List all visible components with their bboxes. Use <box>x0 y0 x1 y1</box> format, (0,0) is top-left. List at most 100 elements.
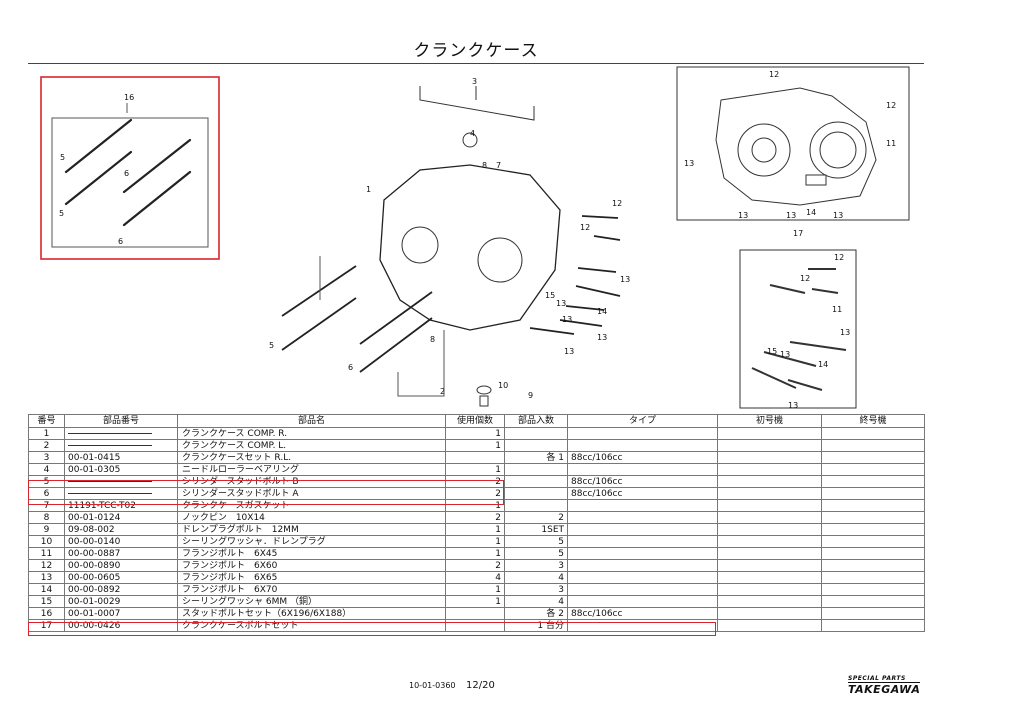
inset2-callout-13b: 13 <box>780 350 790 359</box>
cell-last-unit <box>821 475 925 488</box>
cell-part-name: クランクケース COMP. L. <box>177 439 446 452</box>
cell-last-unit <box>821 619 925 632</box>
callout-12b: 12 <box>580 223 590 232</box>
page-title: クランクケース <box>413 41 539 61</box>
callout-6b: 6 <box>118 237 123 246</box>
inset2-callout-11: 11 <box>832 305 842 314</box>
inset-callout-12: 12 <box>769 70 779 79</box>
cell-last-unit <box>821 427 925 440</box>
brand-sub: SPECIAL PARTS <box>848 675 906 682</box>
cell-no: 10 <box>28 535 65 548</box>
cell-type <box>567 463 718 476</box>
cell-last-unit <box>821 451 925 464</box>
cell-first-unit <box>717 607 822 620</box>
cell-part-no <box>64 427 178 440</box>
cell-type <box>567 583 718 596</box>
cell-type <box>567 511 718 524</box>
document-code: 10-01-0360 <box>409 681 456 690</box>
cell-first-unit <box>717 523 822 536</box>
cell-pack: 1SET <box>504 523 568 536</box>
cell-pack: 4 <box>504 571 568 584</box>
cell-last-unit <box>821 523 925 536</box>
inset2-callout-15: 15 <box>767 347 777 356</box>
cell-last-unit <box>821 583 925 596</box>
callout-2: 2 <box>440 387 445 396</box>
inset-callout-12b: 12 <box>886 101 896 110</box>
cell-first-unit <box>717 547 822 560</box>
cell-type: 88cc/106cc <box>567 475 718 488</box>
cell-no: 15 <box>28 595 65 608</box>
cell-part-name: フランジボルト 6X60 <box>177 559 446 572</box>
cell-pack <box>504 499 568 512</box>
cell-qty: 1 <box>445 439 505 452</box>
bolt-set-inset <box>739 249 857 409</box>
cell-pack <box>504 487 568 500</box>
inset-callout-11: 11 <box>886 139 896 148</box>
cell-qty: 4 <box>445 571 505 584</box>
callout-3: 3 <box>472 77 477 86</box>
cell-part-no: 00-00-0892 <box>64 583 178 596</box>
stud-bolt-inset-highlight <box>40 76 220 260</box>
cell-pack: 5 <box>504 547 568 560</box>
cell-first-unit <box>717 595 822 608</box>
callout-5b: 5 <box>59 209 64 218</box>
cell-part-name: フランジボルト 6X70 <box>177 583 446 596</box>
cell-part-no <box>64 439 178 452</box>
cell-no: 13 <box>28 571 65 584</box>
cell-part-name: シーリングワッシャ．ドレンプラグ <box>177 535 446 548</box>
cell-type <box>567 571 718 584</box>
case-view-inset <box>676 66 910 221</box>
cell-pack: 各 2 <box>504 607 568 620</box>
cell-qty: 1 <box>445 463 505 476</box>
cell-pack <box>504 475 568 488</box>
cell-type <box>567 427 718 440</box>
callout-4: 4 <box>470 129 475 138</box>
cell-type <box>567 499 718 512</box>
cell-first-unit <box>717 619 822 632</box>
cell-first-unit <box>717 475 822 488</box>
callout-13b: 13 <box>556 299 566 308</box>
cell-part-name: ドレンプラグボルト 12MM <box>177 523 446 536</box>
cell-no: 9 <box>28 523 65 536</box>
cell-first-unit <box>717 583 822 596</box>
cell-part-name: ノックピン 10X14 <box>177 511 446 524</box>
part-no-placeholder-line <box>68 444 152 446</box>
cell-part-name: スタッドボルトセット（6X196/6X188） <box>177 607 446 620</box>
cell-last-unit <box>821 559 925 572</box>
cell-qty: 1 <box>445 583 505 596</box>
cell-type <box>567 547 718 560</box>
callout-1: 1 <box>366 185 371 194</box>
callout-15: 15 <box>545 291 555 300</box>
cell-last-unit <box>821 487 925 500</box>
cell-type: 88cc/106cc <box>567 607 718 620</box>
cell-part-name: フランジボルト 6X65 <box>177 571 446 584</box>
cell-last-unit <box>821 571 925 584</box>
cell-part-name: クランクケース COMP. R. <box>177 427 446 440</box>
cell-part-name: シーリングワッシャ 6MM （銅） <box>177 595 446 608</box>
cell-pack: 各 1 <box>504 451 568 464</box>
part-no-placeholder-line <box>68 480 152 482</box>
cell-pack: 4 <box>504 595 568 608</box>
title-rule <box>28 63 924 64</box>
cell-pack: 3 <box>504 583 568 596</box>
crankcase-body <box>379 164 561 331</box>
cell-pack <box>504 427 568 440</box>
cell-qty <box>445 451 505 464</box>
callout-6: 6 <box>124 169 129 178</box>
cell-part-no: 00-00-0605 <box>64 571 178 584</box>
cell-first-unit <box>717 463 822 476</box>
cell-part-no: 00-01-0415 <box>64 451 178 464</box>
header-qty: 使用個数 <box>445 414 505 428</box>
table-header-row: 番号 部品番号 部品名 使用個数 部品入数 タイプ 初号機 終号機 <box>28 414 925 428</box>
cell-qty: 1 <box>445 595 505 608</box>
cell-last-unit <box>821 499 925 512</box>
